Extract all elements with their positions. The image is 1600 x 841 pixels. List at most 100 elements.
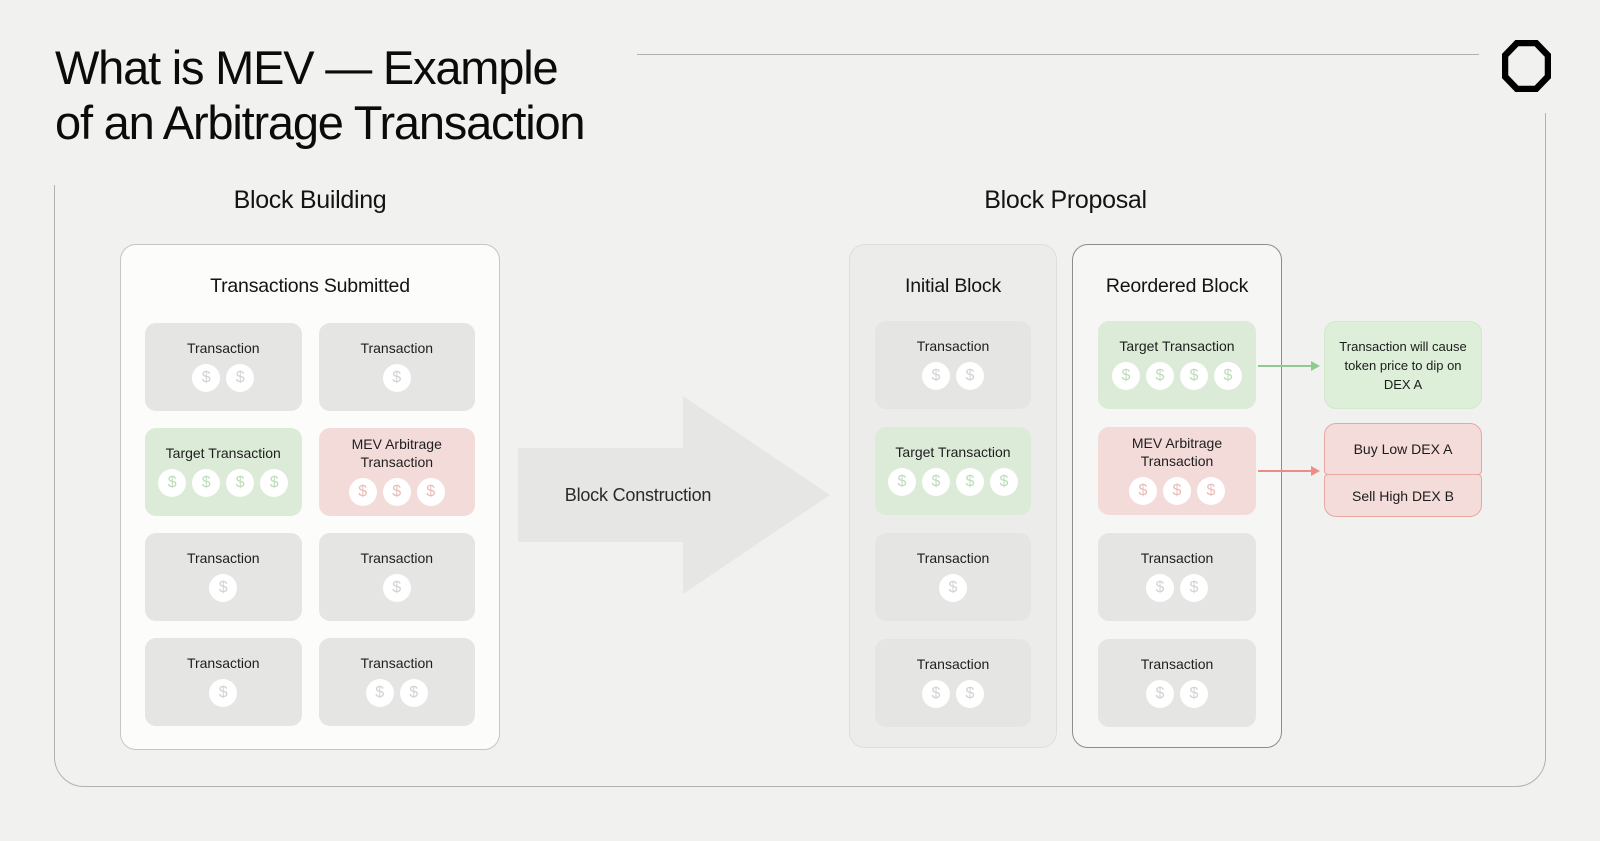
buy-low-note: Buy Low DEX A xyxy=(1324,423,1482,475)
transaction-card-label: Transaction xyxy=(186,339,260,356)
dollar-coin-icon: $ xyxy=(365,678,394,707)
transaction-card-label: Transaction xyxy=(360,339,434,356)
dollar-coin-icon: $ xyxy=(382,363,411,392)
coin-row: $$$$ xyxy=(888,467,1018,496)
transaction-card: Transaction $ xyxy=(875,533,1031,621)
transactions-submitted-panel: Transactions Submitted Transaction$$Tran… xyxy=(120,244,500,750)
target-transaction-connector-line xyxy=(1258,365,1312,367)
coin-row: $$ xyxy=(922,679,984,708)
transaction-card: Transaction $$ xyxy=(318,638,475,726)
content-frame xyxy=(54,54,1546,787)
transactions-submitted-heading: Transactions Submitted xyxy=(210,275,410,297)
dollar-coin-icon: $ xyxy=(1163,476,1191,505)
target-transaction-arrowhead-icon xyxy=(1311,361,1320,371)
mev-arbitrage-connector-line xyxy=(1258,470,1312,472)
coin-row: $$ xyxy=(1146,679,1208,708)
target-transaction-card: Target Transaction$$$$ xyxy=(1098,321,1256,409)
coin-row: $ xyxy=(382,363,411,392)
transaction-card-label: Transaction xyxy=(360,654,434,671)
transaction-card-label: MEV Arbitrage Transaction xyxy=(1131,434,1223,469)
transaction-card-label: Transaction xyxy=(360,549,434,566)
dollar-coin-icon: $ xyxy=(888,467,916,496)
reordered-block-card-list: Target Transaction$$$$ MEV Arbitrage Tran… xyxy=(1073,297,1281,727)
dollar-coin-icon: $ xyxy=(1146,361,1174,390)
dollar-coin-icon: $ xyxy=(922,679,950,708)
target-transaction-card: Target Transaction$$$$ xyxy=(875,427,1031,515)
coin-row: $ xyxy=(939,573,967,602)
transaction-card: Transaction $$ xyxy=(145,323,302,411)
octagon-logo-icon xyxy=(1502,40,1551,92)
coin-row: $$$$ xyxy=(158,468,289,497)
dollar-coin-icon: $ xyxy=(990,467,1018,496)
dollar-coin-icon: $ xyxy=(399,678,428,707)
dollar-coin-icon: $ xyxy=(1146,679,1174,708)
transaction-card: Transaction $$ xyxy=(1098,533,1256,621)
coin-row: $$ xyxy=(365,678,428,707)
coin-row: $$$ xyxy=(348,477,445,506)
transaction-card-label: Transaction xyxy=(1140,655,1214,672)
transaction-card-label: Transaction xyxy=(916,337,990,354)
transaction-card: Transaction $$ xyxy=(875,639,1031,727)
dollar-coin-icon: $ xyxy=(226,468,255,497)
transaction-card-label: Transaction xyxy=(1140,549,1214,566)
dollar-coin-icon: $ xyxy=(1129,476,1157,505)
dollar-coin-icon: $ xyxy=(1197,476,1225,505)
transaction-card-label: Transaction xyxy=(186,549,260,566)
dollar-coin-icon: $ xyxy=(192,363,221,392)
initial-block-panel: Initial Block Transaction$$Target Transa… xyxy=(849,244,1057,748)
dollar-coin-icon: $ xyxy=(1180,679,1208,708)
dollar-coin-icon: $ xyxy=(1146,573,1174,602)
mev-arbitrage-transaction-card: MEV Arbitrage Transaction $$$ xyxy=(318,428,475,516)
token-price-dip-note: Transaction will cause token price to di… xyxy=(1324,321,1482,409)
dollar-coin-icon: $ xyxy=(209,678,238,707)
transaction-card: Transaction$$ xyxy=(875,321,1031,409)
block-construction-arrow-label: Block Construction xyxy=(564,484,712,505)
transaction-card: Transaction $ xyxy=(145,638,302,726)
transaction-card: Transaction $$ xyxy=(1098,639,1256,727)
dollar-coin-icon: $ xyxy=(939,573,967,602)
page-title-line1: What is MEV — Example xyxy=(55,41,559,94)
dollar-coin-icon: $ xyxy=(922,467,950,496)
coin-row: $$ xyxy=(192,363,255,392)
dollar-coin-icon: $ xyxy=(956,361,984,390)
dollar-coin-icon: $ xyxy=(1180,573,1208,602)
dollar-coin-icon: $ xyxy=(260,468,289,497)
transaction-card-label: Transaction xyxy=(916,549,990,566)
coin-row: $$ xyxy=(1146,573,1208,602)
coin-row: $ xyxy=(209,678,238,707)
frame-mask-title xyxy=(40,34,637,185)
dollar-coin-icon: $ xyxy=(226,363,255,392)
dollar-coin-icon: $ xyxy=(1180,361,1208,390)
dollar-coin-icon: $ xyxy=(1112,361,1140,390)
reordered-block-heading: Reordered Block xyxy=(1105,275,1249,297)
dollar-coin-icon: $ xyxy=(192,468,221,497)
dollar-coin-icon: $ xyxy=(956,467,984,496)
transaction-card-label: MEV Arbitrage Transaction xyxy=(351,435,442,470)
transaction-card-label: Target Transaction xyxy=(165,444,281,461)
transaction-card-label: Transaction xyxy=(186,654,260,671)
transaction-card: Transaction $ xyxy=(145,533,302,621)
reordered-block-panel: Reordered Block Target Transaction$$$$ ME… xyxy=(1072,244,1282,748)
section-heading-block-building: Block Building xyxy=(233,186,387,214)
transactions-submitted-card-grid: Transaction$$Transaction$Target Transact… xyxy=(121,299,499,726)
transaction-card: Transaction $ xyxy=(318,533,475,621)
initial-block-card-list: Transaction$$Target Transaction$$$$Trans… xyxy=(850,297,1056,727)
dollar-coin-icon: $ xyxy=(1214,361,1242,390)
coin-row: $ xyxy=(382,573,411,602)
sell-high-note: Sell High DEX B xyxy=(1324,474,1482,517)
dollar-coin-icon: $ xyxy=(382,477,411,506)
transaction-card-label: Transaction xyxy=(916,655,990,672)
transaction-card: Transaction $ xyxy=(318,323,475,411)
transaction-card-label: Target Transaction xyxy=(895,443,1011,460)
dollar-coin-icon: $ xyxy=(382,573,411,602)
initial-block-heading: Initial Block xyxy=(904,275,1002,297)
dollar-coin-icon: $ xyxy=(348,477,377,506)
page-title-line2: of an Arbitrage Transaction xyxy=(55,96,586,149)
dollar-coin-icon: $ xyxy=(209,573,238,602)
page-title: What is MEV — Example of an Arbitrage Tr… xyxy=(55,40,586,150)
mev-arbitrage-arrowhead-icon xyxy=(1311,466,1320,476)
coin-row: $ xyxy=(209,573,238,602)
target-transaction-card: Target Transaction $$$$ xyxy=(145,428,302,516)
dollar-coin-icon: $ xyxy=(956,679,984,708)
section-heading-block-proposal: Block Proposal xyxy=(984,186,1147,214)
